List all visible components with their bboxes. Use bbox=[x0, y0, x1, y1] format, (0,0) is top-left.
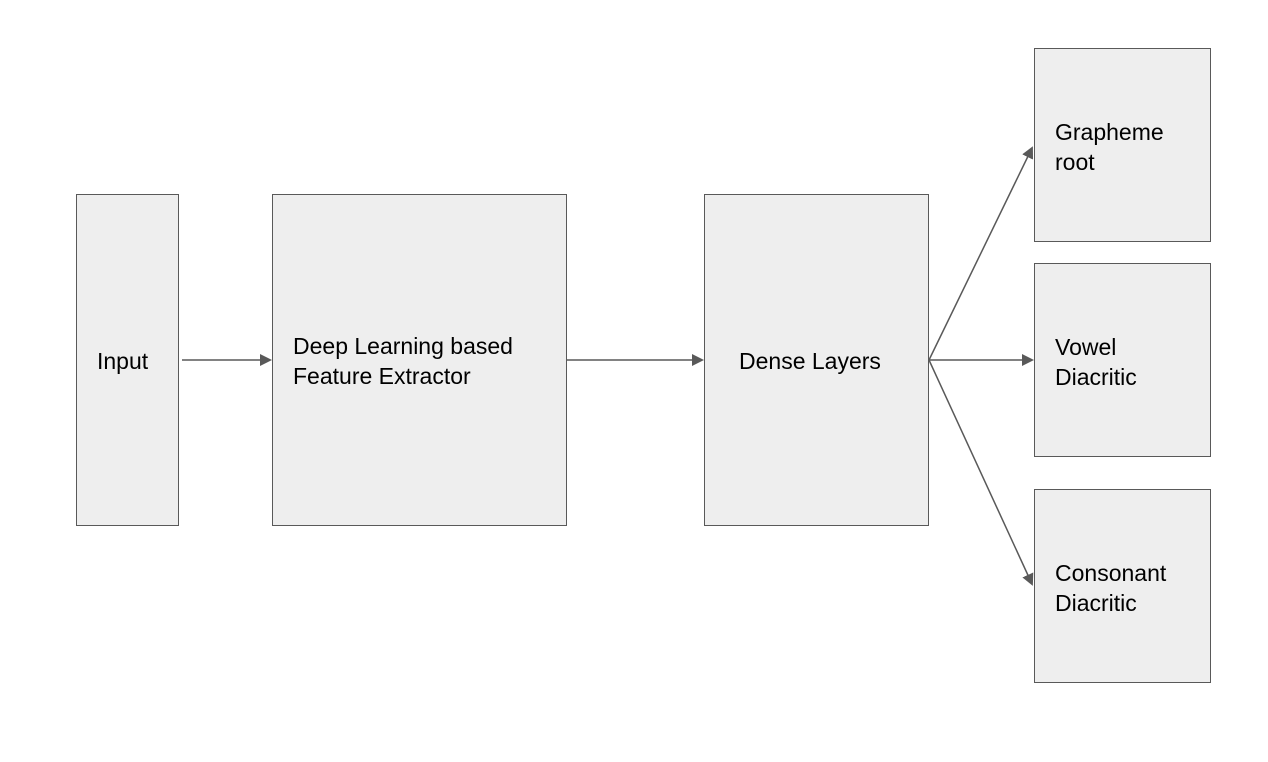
vowel-diacritic-node-label: Vowel Diacritic bbox=[1055, 332, 1137, 392]
vowel-diacritic-label-line-2: Diacritic bbox=[1055, 364, 1137, 390]
dense-layers-node: Dense Layers bbox=[704, 194, 929, 526]
input-node-label-line-1: Input bbox=[97, 348, 149, 374]
feature-extractor-node-label: Deep Learning based Feature Extractor bbox=[293, 331, 513, 391]
consonant-diacritic-label-line-2: Diacritic bbox=[1055, 590, 1137, 616]
input-node-label: Input bbox=[97, 346, 148, 376]
grapheme-root-label-line-1: Grapheme bbox=[1055, 119, 1164, 145]
consonant-diacritic-label-line-1: Consonant bbox=[1055, 560, 1167, 586]
vowel-diacritic-label-line-1: Vowel bbox=[1055, 334, 1117, 360]
arrow-dense-layers-to-consonant-diacritic bbox=[928, 359, 1034, 586]
vowel-diacritic-node: Vowel Diacritic bbox=[1034, 263, 1211, 457]
feature-extractor-node: Deep Learning based Feature Extractor bbox=[272, 194, 567, 526]
feature-extractor-label-line-2: Feature Extractor bbox=[293, 363, 471, 389]
dense-layers-label-line-1: Dense Layers bbox=[739, 348, 881, 374]
feature-extractor-label-line-1: Deep Learning based bbox=[293, 333, 513, 359]
consonant-diacritic-node-label: Consonant Diacritic bbox=[1055, 558, 1166, 618]
consonant-diacritic-node: Consonant Diacritic bbox=[1034, 489, 1211, 683]
grapheme-root-node-label: Grapheme root bbox=[1055, 117, 1164, 177]
grapheme-root-label-line-2: root bbox=[1055, 149, 1095, 175]
input-node: Input bbox=[76, 194, 179, 526]
dense-layers-node-label: Dense Layers bbox=[739, 346, 881, 376]
grapheme-root-node: Grapheme root bbox=[1034, 48, 1211, 242]
arrow-dense-layers-to-grapheme-root bbox=[928, 146, 1034, 361]
